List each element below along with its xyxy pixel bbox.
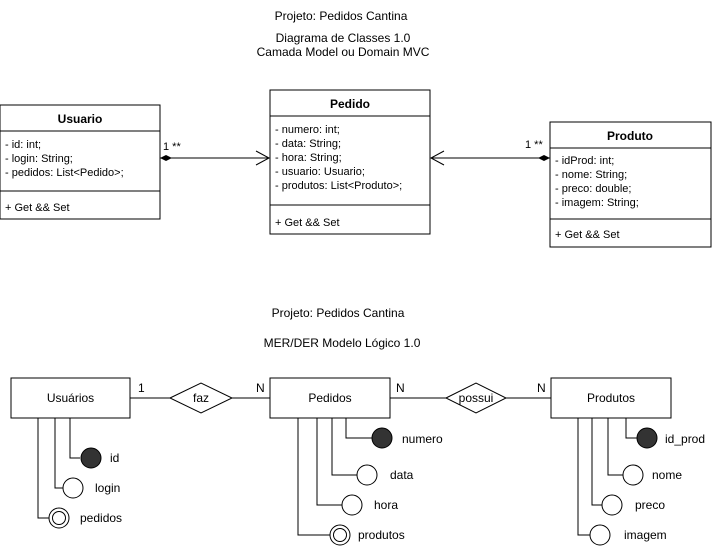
association-produto-pedido[interactable]: 1 ** xyxy=(429,139,550,166)
class-usuario-methods: + Get && Set xyxy=(5,202,70,214)
class-pedido-attr: - data: String; xyxy=(275,138,341,150)
attribute-icon xyxy=(341,494,363,516)
entity-pedidos[interactable]: Pedidos xyxy=(269,377,391,419)
class-usuario-attr: - pedidos: List<Pedido>; xyxy=(5,167,124,179)
attribute-label: numero xyxy=(402,432,443,446)
multivalued-attribute-inner-ring xyxy=(333,528,347,542)
class-pedido-name: Pedido xyxy=(330,97,370,111)
entity-pedidos-attributes xyxy=(297,418,372,536)
relationship-faz-label: faz xyxy=(193,391,209,405)
class-usuario[interactable]: Usuario - id: int; - login: String; - pe… xyxy=(0,104,161,220)
multiplicity-usuario-pedido: 1 ** xyxy=(163,141,181,153)
attribute-label: id xyxy=(110,451,119,465)
class-produto-attr: - preco: double; xyxy=(555,183,631,195)
class-produto-name: Produto xyxy=(607,129,653,143)
entity-produtos-label: Produtos xyxy=(587,391,635,405)
class-produto-attr: - nome: String; xyxy=(555,169,627,181)
cardinality-faz-left: 1 xyxy=(138,381,145,395)
attribute-label: nome xyxy=(652,468,682,482)
entity-produtos-attributes xyxy=(577,418,637,536)
association-usuario-pedido[interactable]: 1 ** xyxy=(160,141,271,166)
key-attribute-icon xyxy=(636,427,658,449)
multivalued-attribute-inner-ring xyxy=(52,511,66,525)
class-produto-attr: - imagem: String; xyxy=(555,197,639,209)
key-attribute-icon xyxy=(80,447,102,469)
attribute-label: hora xyxy=(374,498,398,512)
entity-usuarios-attributes xyxy=(37,418,80,519)
class-diagram-subtitle-2: Camada Model ou Domain MVC xyxy=(257,45,430,59)
attribute-label: login xyxy=(95,481,120,495)
cardinality-faz-right: N xyxy=(256,381,265,395)
class-pedido[interactable]: Pedido - numero: int; - data: String; - … xyxy=(269,89,431,235)
class-produto[interactable]: Produto - idProd: int; - nome: String; -… xyxy=(549,121,712,248)
cardinality-possui-left: N xyxy=(396,381,405,395)
er-diagram-subtitle: MER/DER Modelo Lógico 1.0 xyxy=(264,336,421,350)
relationship-faz[interactable]: faz xyxy=(168,382,234,414)
class-usuario-attr: - login: String; xyxy=(5,153,73,165)
class-usuario-name: Usuario xyxy=(58,112,103,126)
relationship-possui[interactable]: possui xyxy=(444,382,508,414)
attribute-label: imagem xyxy=(624,528,667,542)
entity-usuarios-label: Usuários xyxy=(47,391,94,405)
class-pedido-attr: - numero: int; xyxy=(275,124,340,136)
attribute-label: preco xyxy=(635,498,665,512)
attribute-label: data xyxy=(390,468,414,482)
class-produto-attr: - idProd: int; xyxy=(555,155,614,167)
class-diagram-subtitle-1: Diagrama de Classes 1.0 xyxy=(276,31,411,45)
class-pedido-attr: - hora: String; xyxy=(275,152,342,164)
cardinality-possui-right: N xyxy=(537,381,546,395)
class-produto-methods: + Get && Set xyxy=(555,229,620,241)
key-attribute-icon xyxy=(371,427,393,449)
multiplicity-produto-pedido: 1 ** xyxy=(525,139,543,151)
attribute-icon xyxy=(356,464,378,486)
attribute-icon xyxy=(601,494,623,516)
class-diagram-project-title: Projeto: Pedidos Cantina xyxy=(275,9,408,23)
attribute-label: pedidos xyxy=(80,511,122,525)
entity-pedidos-label: Pedidos xyxy=(308,391,351,405)
attribute-icon xyxy=(589,524,611,546)
entity-usuarios[interactable]: Usuários xyxy=(10,377,131,419)
attribute-icon xyxy=(62,477,84,499)
er-diagram-project-title: Projeto: Pedidos Cantina xyxy=(272,306,405,320)
relationship-possui-label: possui xyxy=(459,391,494,405)
attribute-label: id_prod xyxy=(665,432,705,446)
attribute-icon xyxy=(622,464,644,486)
class-usuario-attr: - id: int; xyxy=(5,139,41,151)
class-pedido-attr: - usuario: Usuario; xyxy=(275,166,365,178)
class-pedido-methods: + Get && Set xyxy=(275,217,340,229)
entity-produtos[interactable]: Produtos xyxy=(550,377,672,419)
attribute-label: produtos xyxy=(358,528,405,542)
class-pedido-attr: - produtos: List<Produto>; xyxy=(275,180,402,192)
